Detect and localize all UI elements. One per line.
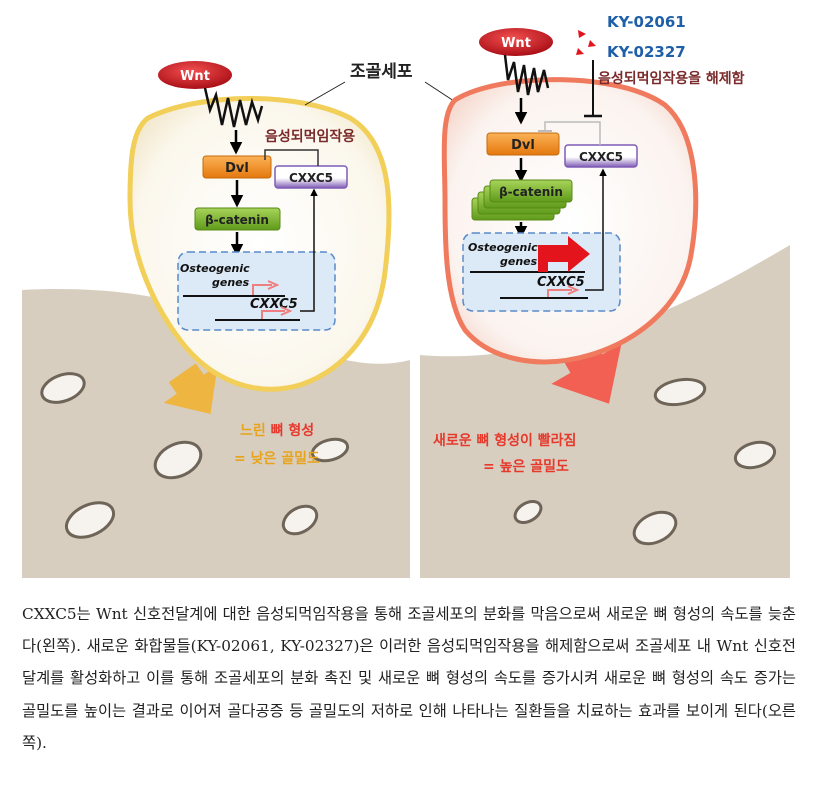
slow-formation-label: 느린 뼈 형성 (240, 422, 314, 439)
beta-catenin-box-left: β-catenin (194, 207, 281, 231)
svg-text:Osteogenic: Osteogenic (180, 262, 250, 275)
caption-text: CXXC5는 Wnt 신호전달계에 대한 음성되먹임작용을 통해 조골세포의 분… (22, 605, 796, 752)
svg-text:Wnt: Wnt (180, 69, 210, 84)
red-arrowhead-icon (576, 30, 596, 55)
svg-text:β-catenin: β-catenin (499, 185, 563, 199)
compound-ky-02061: KY-02061 (607, 13, 686, 31)
beta-catenin-stack-right: β-catenin (471, 179, 573, 221)
osteoblast-label: 조골세포 (350, 62, 413, 82)
nucleus-right: Osteogenic genes CXXC5 (462, 168, 621, 312)
wnt-receptor-icon-right: Wnt (479, 28, 553, 96)
slow-formation-arrow-icon (163, 363, 218, 415)
svg-text:genes: genes (500, 255, 538, 268)
svg-text:genes: genes (212, 276, 250, 289)
bone-formation-diagram: 조골세포 Wnt Dvl CXXC5 음성되먹임작용 β-catenin Ost… (22, 13, 790, 578)
svg-text:CXXC5: CXXC5 (537, 275, 585, 290)
svg-text:Wnt: Wnt (501, 36, 531, 51)
svg-text:Osteogenic: Osteogenic (468, 241, 538, 254)
svg-text:CXXC5: CXXC5 (579, 150, 623, 164)
dvl-box-left: Dvl (202, 155, 272, 179)
compound-ky-02327: KY-02327 (607, 43, 686, 61)
cxxc5-box-right: CXXC5 (564, 144, 638, 168)
svg-text:CXXC5: CXXC5 (289, 171, 333, 185)
bone-pores (40, 372, 777, 546)
low-density-label: = 낮은 골밀도 (234, 451, 320, 467)
nucleus-left: Osteogenic genes CXXC5 (177, 188, 336, 331)
svg-text:β-catenin: β-catenin (205, 213, 269, 227)
wnt-receptor-icon: Wnt (158, 61, 264, 128)
negative-feedback-label: 음성되먹임작용 (265, 128, 355, 145)
svg-text:Dvl: Dvl (225, 161, 249, 176)
dvl-box-right: Dvl (486, 132, 560, 156)
feedback-release-label: 음성되먹임작용을 해제함 (598, 70, 745, 87)
high-density-label: = 높은 골밀도 (483, 459, 569, 475)
bone-matrix-right (420, 245, 790, 578)
cxxc5-box-left: CXXC5 (274, 165, 348, 189)
fast-formation-label: 새로운 뼈 형성이 빨라짐 (433, 432, 576, 449)
figure-caption: CXXC5는 Wnt 신호전달계에 대한 음성되먹임작용을 통해 조골세포의 분… (22, 598, 796, 759)
svg-text:CXXC5: CXXC5 (250, 297, 298, 312)
svg-text:Dvl: Dvl (511, 138, 535, 153)
flag-arrow-icon (538, 236, 590, 272)
